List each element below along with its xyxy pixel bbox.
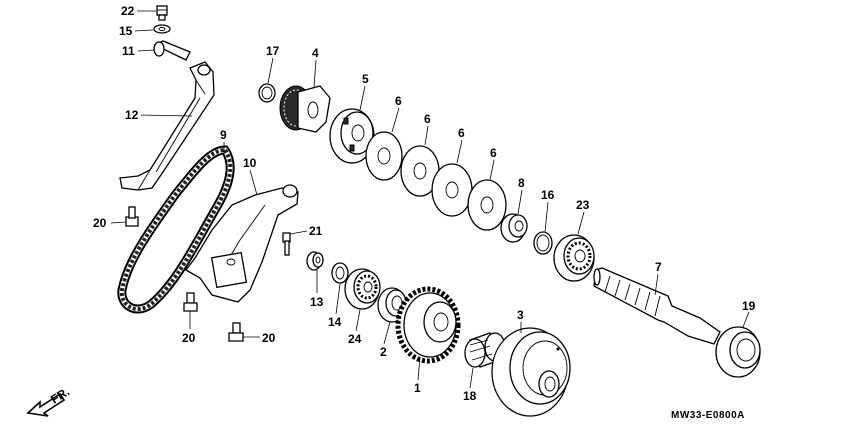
callout-21: 21 — [309, 224, 323, 238]
one-way-clutch-5 — [329, 108, 375, 164]
oil-seal-19 — [715, 326, 761, 378]
callout-3: 3 — [517, 308, 524, 322]
washer-15 — [153, 24, 171, 34]
callout-13: 13 — [310, 295, 324, 309]
callout-labels: 22 15 11 12 17 4 5 6 6 6 6 9 10 8 16 23 … — [93, 4, 756, 403]
callout-20-b: 20 — [182, 331, 196, 345]
callout-6-a: 6 — [395, 94, 402, 108]
callout-19: 19 — [742, 299, 756, 313]
collar-8 — [500, 213, 528, 243]
callout-5: 5 — [362, 72, 369, 86]
callout-2: 2 — [380, 345, 387, 359]
bolt-21 — [282, 232, 291, 256]
gear-1 — [395, 286, 461, 364]
washer-6-d — [467, 179, 507, 231]
callout-22: 22 — [121, 4, 135, 18]
callout-15: 15 — [119, 24, 133, 38]
starter-clutch-outer-3 — [491, 327, 571, 417]
leader-lines — [110, 10, 750, 389]
callout-6-c: 6 — [458, 126, 465, 140]
bolt-20-upper — [125, 206, 139, 227]
callout-10: 10 — [243, 156, 257, 170]
bolt-11 — [153, 40, 191, 61]
callout-24: 24 — [348, 332, 362, 346]
cam-chain-9 — [117, 145, 235, 314]
callout-23: 23 — [576, 198, 590, 212]
collar-13 — [306, 251, 324, 271]
circlip-14 — [331, 262, 349, 284]
callout-16: 16 — [541, 188, 555, 202]
diagram-code: MW33-E0800A — [671, 410, 745, 421]
callout-1: 1 — [414, 381, 421, 395]
washer-6-c — [431, 163, 473, 217]
bearing-23 — [553, 234, 595, 282]
bracket-12 — [119, 61, 215, 191]
circlip-16 — [533, 231, 553, 255]
front-arrow-icon — [26, 392, 66, 417]
callout-20-c: 20 — [262, 331, 276, 345]
callout-6-d: 6 — [490, 146, 497, 160]
bolt-20-lower-right — [228, 322, 244, 342]
callout-14: 14 — [328, 315, 342, 329]
callout-7: 7 — [655, 260, 662, 274]
gear-4 — [279, 85, 331, 133]
callout-8: 8 — [518, 176, 525, 190]
bolt-20-lower-left — [183, 292, 198, 312]
washer-6-a — [365, 131, 403, 181]
front-direction-arrow: FR. — [26, 384, 72, 417]
callout-11: 11 — [122, 44, 135, 58]
callout-17: 17 — [266, 44, 280, 58]
starter-shaft-7 — [593, 267, 721, 345]
chain-guide-10 — [185, 184, 299, 303]
callout-9: 9 — [220, 128, 227, 142]
circlip-17 — [258, 83, 276, 103]
callout-6-b: 6 — [424, 112, 431, 126]
callout-18: 18 — [463, 389, 477, 403]
bolt-22 — [156, 5, 168, 21]
callout-12: 12 — [125, 108, 139, 122]
callout-4: 4 — [312, 46, 319, 60]
callout-20-a: 20 — [93, 216, 107, 230]
bearing-24 — [344, 268, 381, 310]
